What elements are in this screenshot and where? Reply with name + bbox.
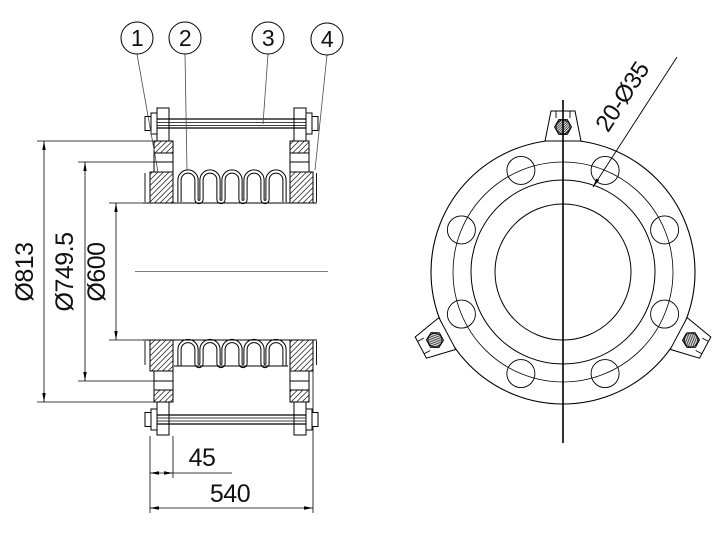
- bellows-upper: [177, 169, 287, 205]
- balloon-3: 3: [251, 21, 285, 55]
- balloon-4: 4: [310, 22, 344, 56]
- balloon-4-label: 4: [321, 26, 334, 52]
- tie-rod-nut: [150, 112, 158, 135]
- front-section-view: Ø813 Ø749.5 Ø600 45 540: [11, 21, 344, 513]
- bellows-lower: [174, 338, 288, 369]
- dim-label-collar-od: Ø749.5: [51, 232, 79, 311]
- balloon-2-label: 2: [179, 25, 191, 51]
- dim-label-overall-length: 540: [210, 480, 250, 508]
- dim-label-flange-od: Ø813: [11, 242, 39, 301]
- tie-rod-top: [144, 107, 319, 142]
- side-flange-view: 20-Ø35: [411, 56, 715, 443]
- dim-label-flange-width: 45: [189, 444, 216, 472]
- bolt-holes: [446, 155, 680, 389]
- dimension-arrows: [42, 141, 313, 510]
- balloon-callouts: 1 2 3 4: [120, 21, 344, 173]
- balloon-1: 1: [120, 21, 154, 55]
- bolt-holes-callout: 20-Ø35: [590, 56, 678, 188]
- extension-lines: [37, 140, 314, 513]
- balloon-1-label: 1: [131, 25, 143, 51]
- tie-rod-bottom: [144, 401, 319, 436]
- dim-label-bore: Ø600: [83, 242, 111, 301]
- balloon-3-label: 3: [262, 25, 274, 51]
- dim-label-bolt-holes: 20-Ø35: [590, 57, 655, 136]
- balloon-2: 2: [168, 21, 202, 55]
- dimension-lines: [43, 141, 313, 509]
